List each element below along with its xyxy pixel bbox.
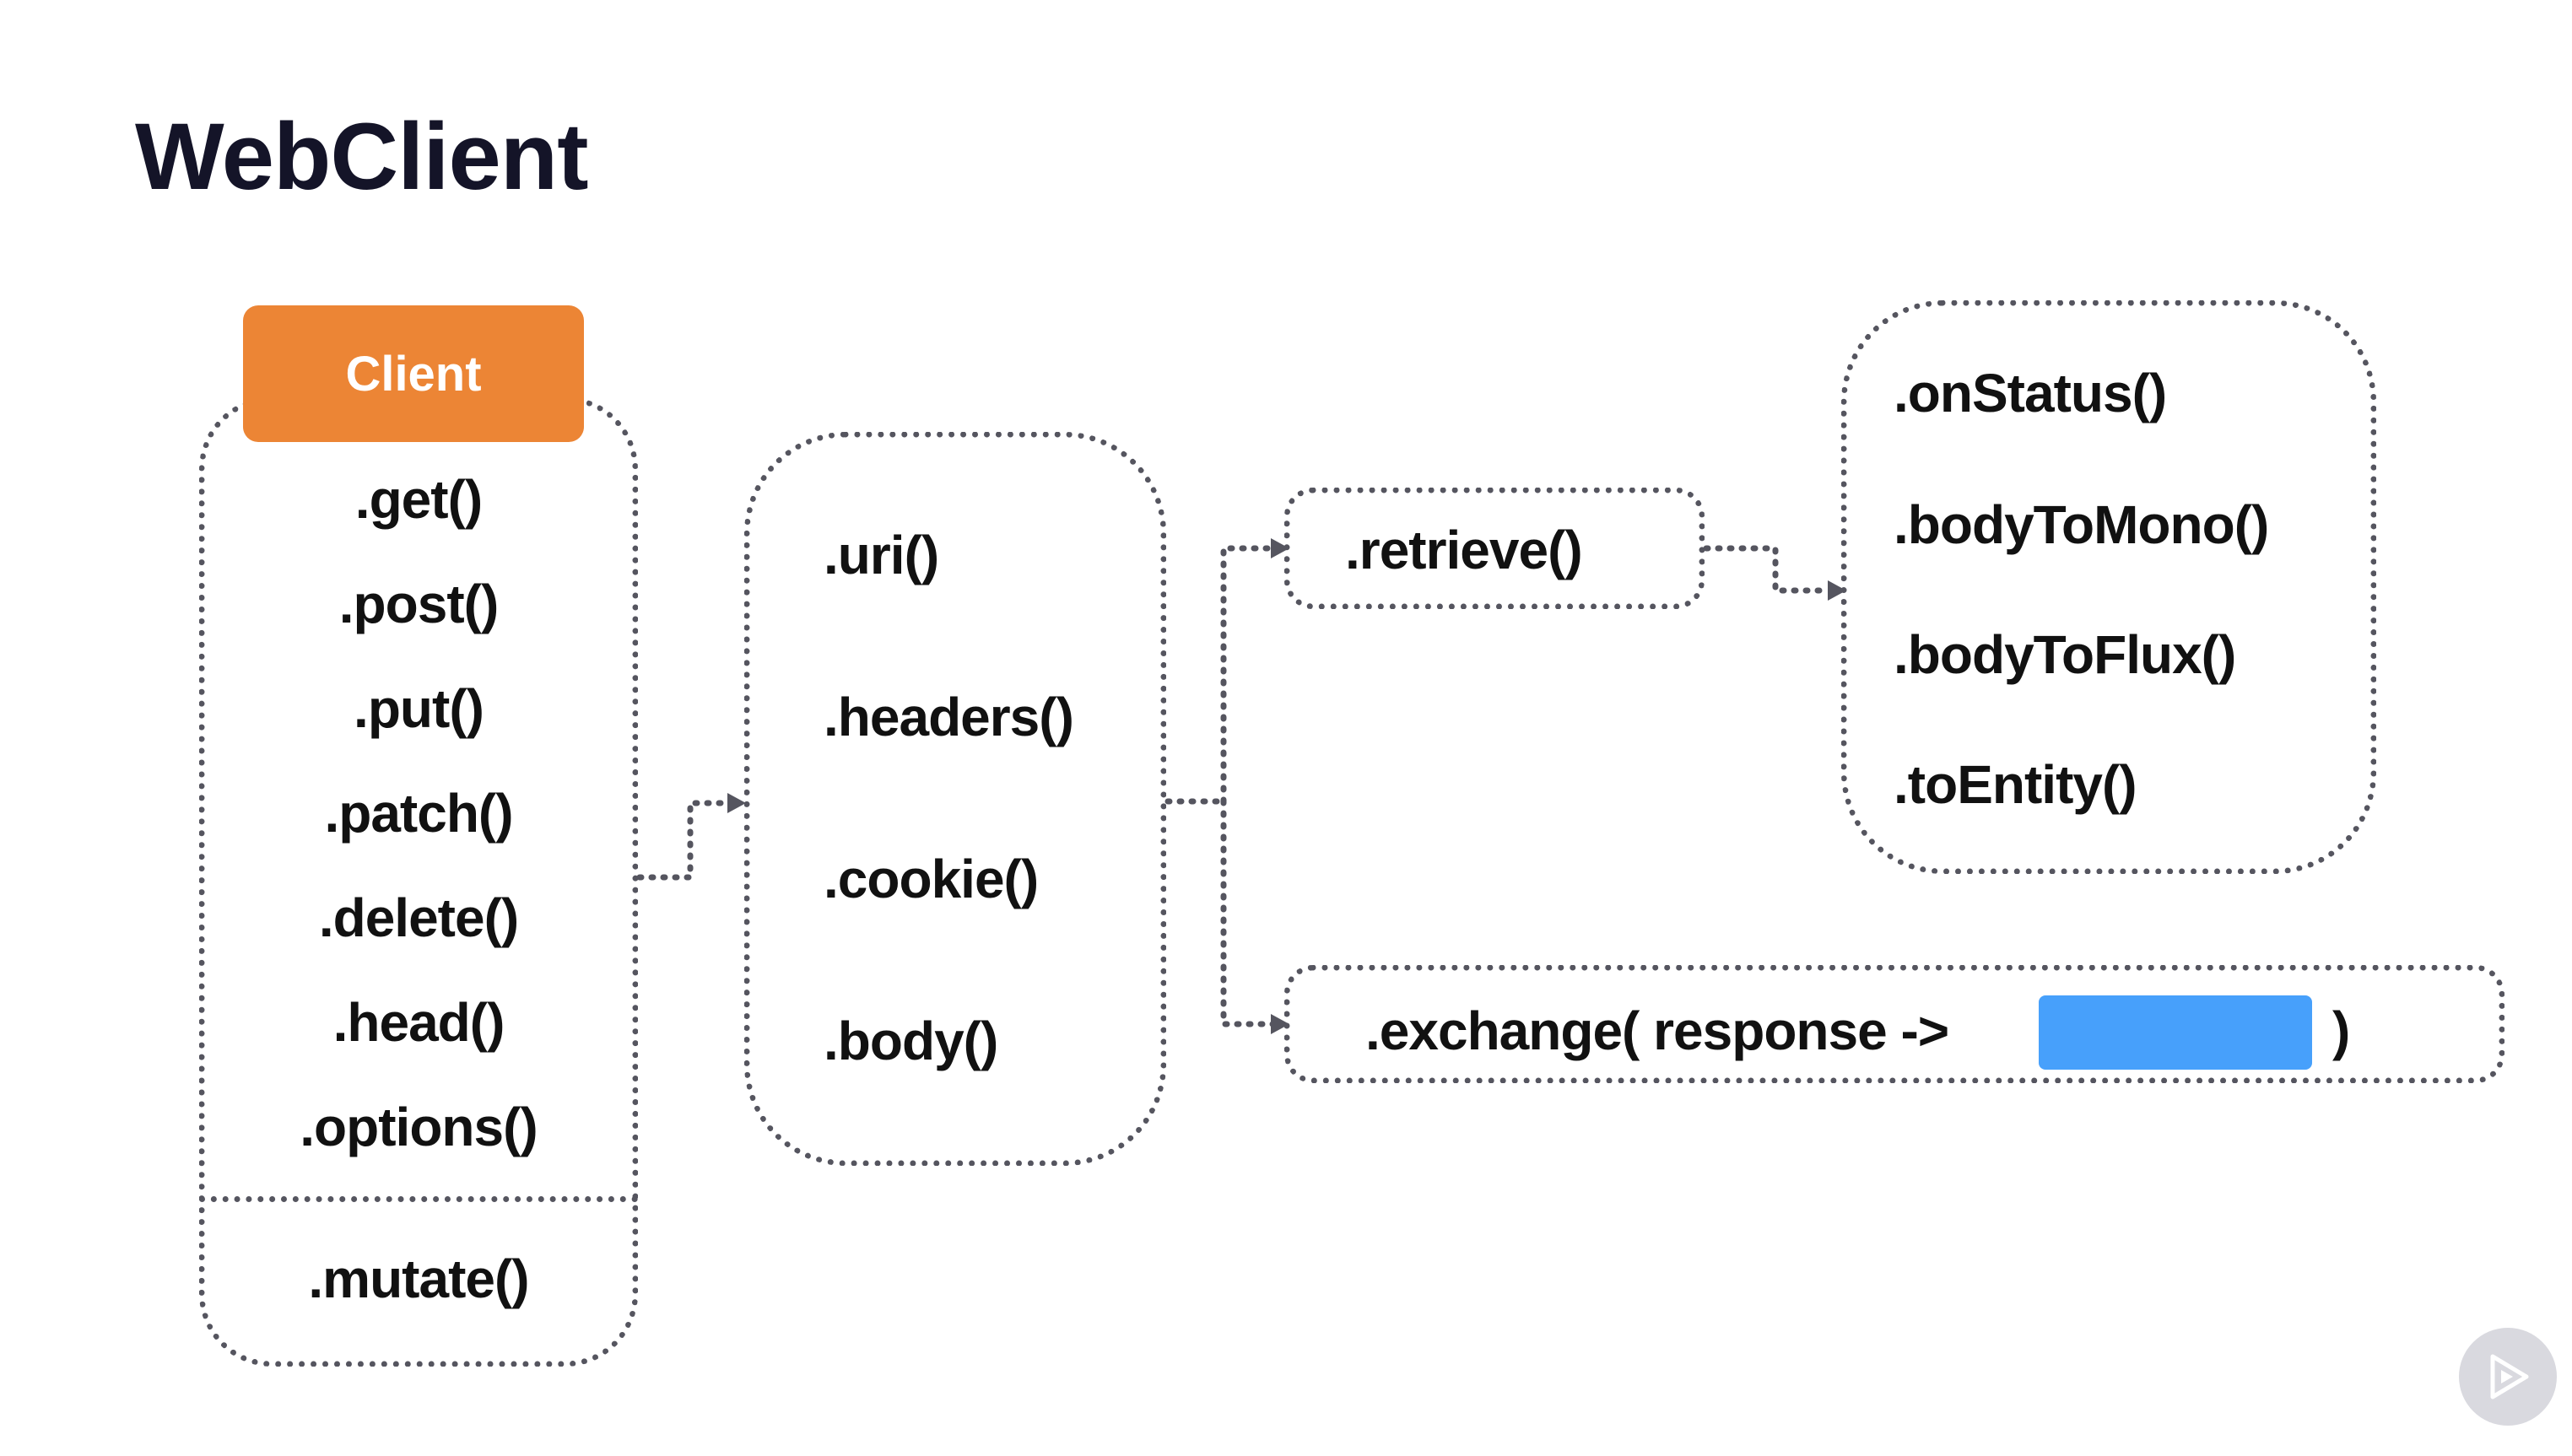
spec-uri: .uri()	[824, 525, 939, 585]
retrieve-to-response-arrowhead	[1828, 580, 1846, 601]
method-mutate: .mutate()	[308, 1248, 529, 1309]
response-bodytomono: .bodyToMono()	[1894, 494, 2269, 555]
response-spec-box	[1841, 300, 2376, 874]
method-patch: .patch()	[324, 783, 513, 844]
response-placeholder-block	[2039, 995, 2312, 1070]
response-toentity: .toEntity()	[1894, 754, 2137, 815]
spec-body: .body()	[824, 1011, 998, 1071]
page-title: WebClient	[135, 104, 589, 209]
client-to-spec-connector	[636, 800, 736, 881]
client-divider	[199, 1196, 638, 1202]
branch-to-retrieve-connector	[1220, 545, 1278, 805]
retrieve-box	[1284, 488, 1705, 609]
exchange-suffix: )	[2332, 1000, 2350, 1061]
request-spec-box	[744, 432, 1166, 1166]
method-get: .get()	[354, 469, 483, 530]
method-options: .options()	[300, 1097, 538, 1157]
method-delete: .delete()	[318, 887, 519, 948]
client-to-spec-arrowhead	[727, 793, 746, 813]
client-methods-box	[199, 396, 638, 1367]
exchange-box	[1284, 965, 2504, 1083]
retrieve-to-response-connector	[1703, 545, 1833, 594]
retrieve-label: .retrieve()	[1345, 520, 1583, 580]
method-post: .post()	[338, 574, 500, 634]
play-icon	[2490, 1354, 2529, 1399]
branch-to-exchange-arrowhead	[1271, 1014, 1289, 1034]
client-header: Client	[243, 305, 584, 442]
branch-to-retrieve-arrowhead	[1271, 538, 1289, 558]
method-head: .head()	[332, 992, 505, 1053]
exchange-prefix: .exchange( response ->	[1365, 1000, 1949, 1061]
response-bodytoflux: .bodyToFlux()	[1894, 624, 2236, 685]
spec-headers: .headers()	[824, 687, 1074, 747]
player-button[interactable]	[2459, 1328, 2557, 1426]
method-put: .put()	[354, 678, 484, 739]
response-onstatus: .onStatus()	[1894, 363, 2167, 423]
spec-cookie: .cookie()	[824, 849, 1039, 909]
branch-to-exchange-connector	[1220, 798, 1278, 1027]
